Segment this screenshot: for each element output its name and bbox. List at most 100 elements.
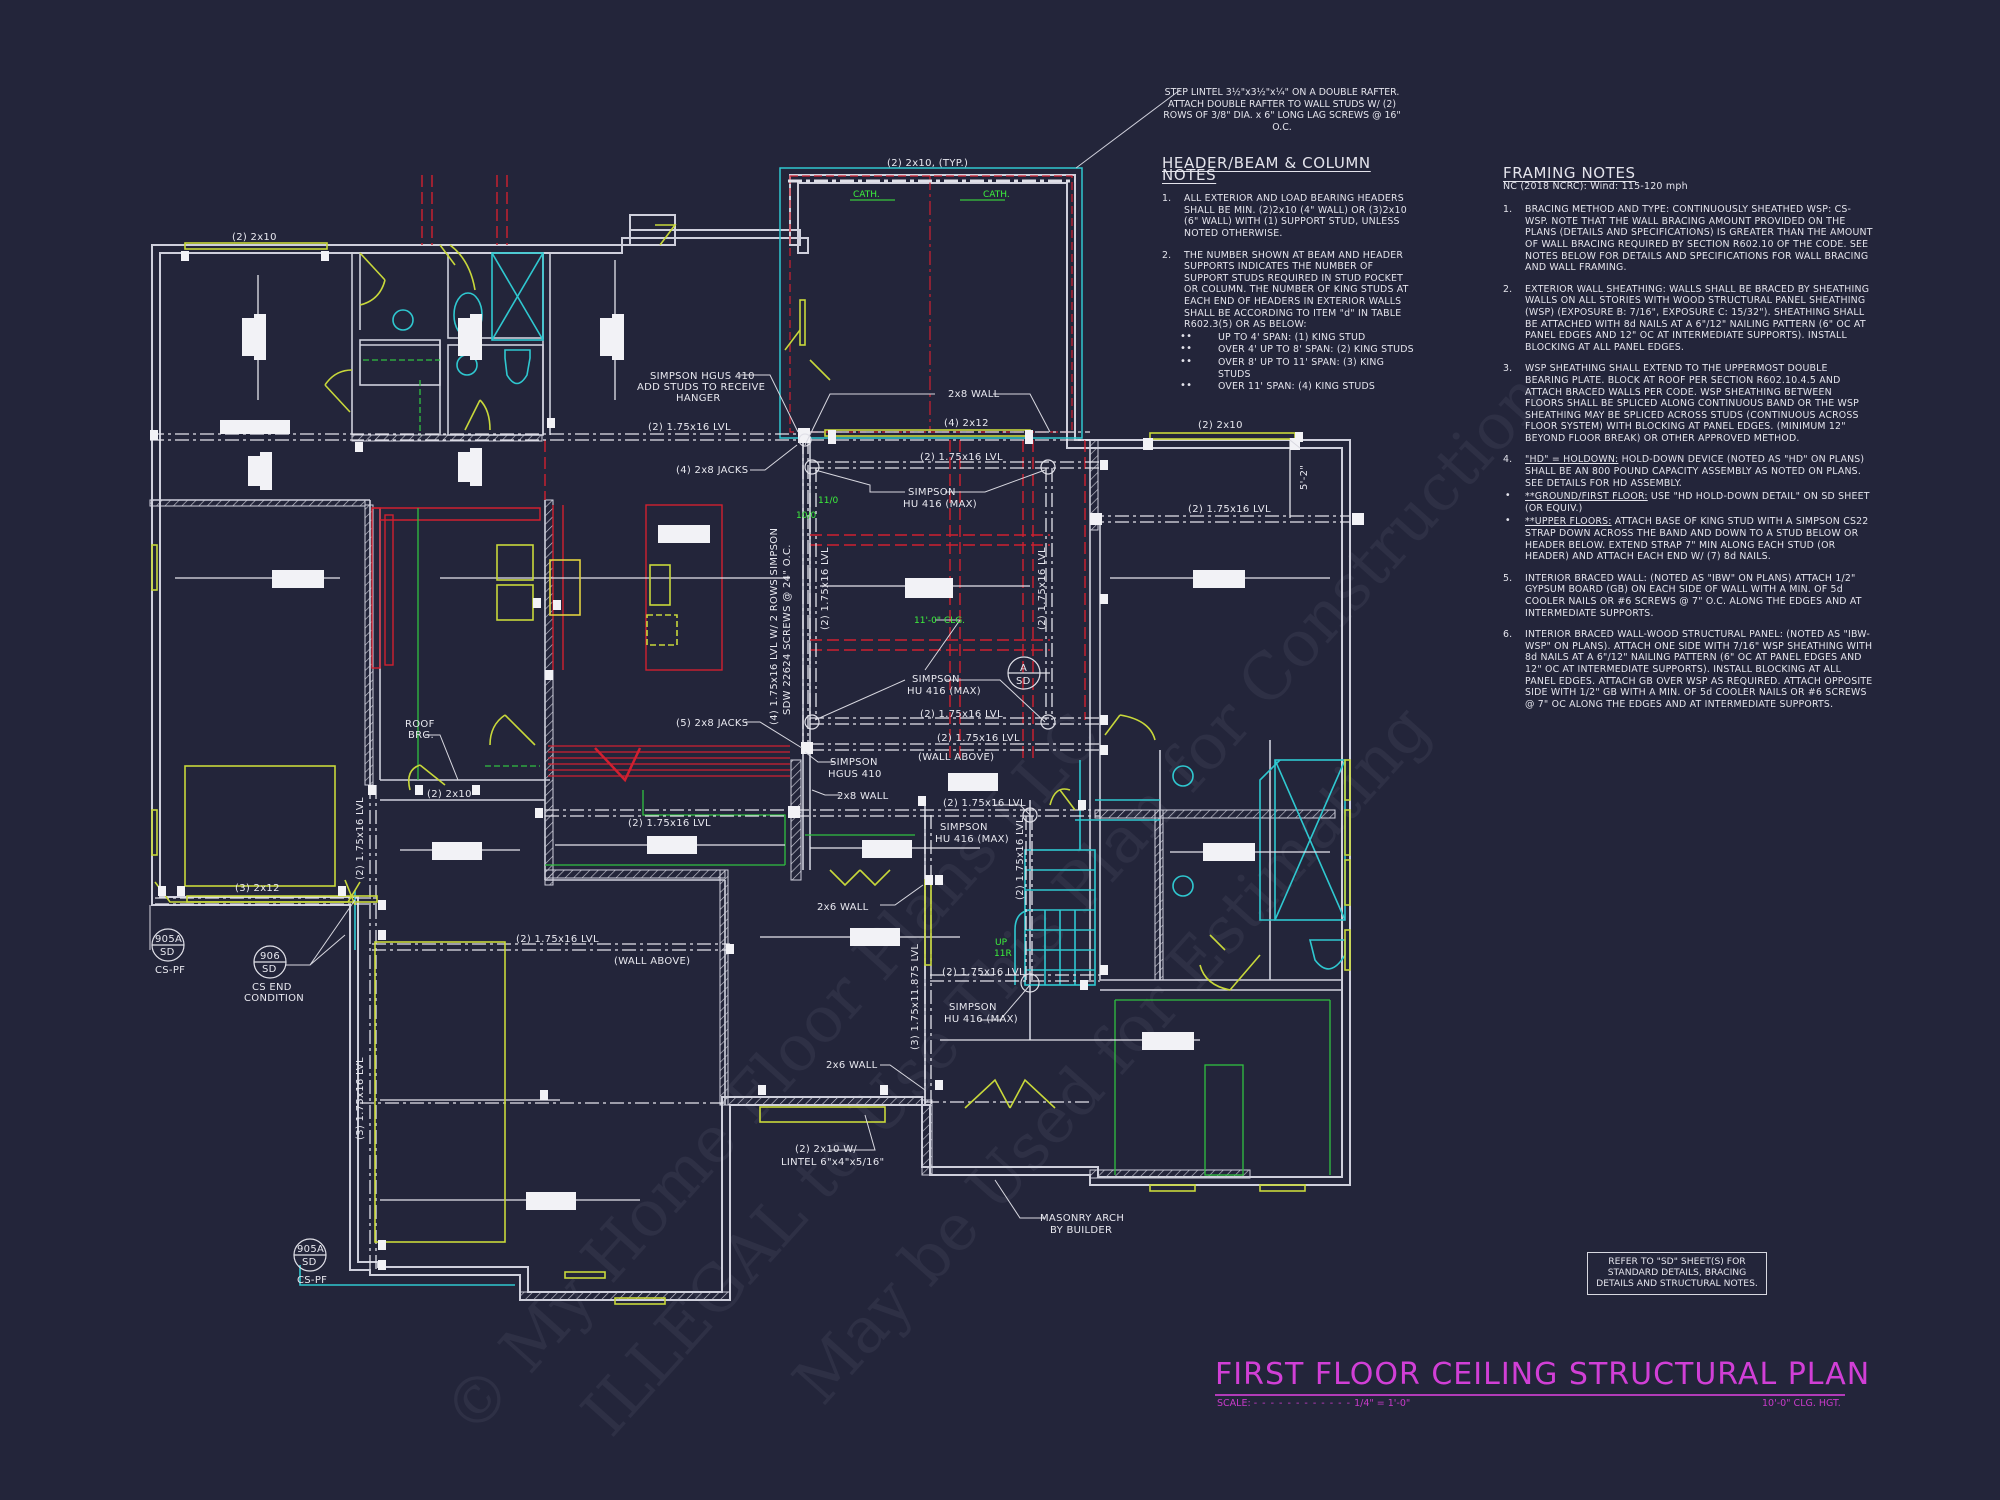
label-lvl-3-garage: (3) 1.75x16 LVL — [355, 1057, 366, 1140]
framing-note-2: 2.EXTERIOR WALL SHEATHING: WALLS SHALL B… — [1503, 283, 1870, 353]
label-5-2x8-jacks: (5) 2x8 JACKS — [676, 718, 748, 729]
framing-notes-title: FRAMING NOTES — [1503, 164, 1636, 182]
hatched-walls — [149, 434, 1336, 1301]
label-green-b: 10/0 — [796, 511, 816, 521]
label-lvl-mid-3: (2) 1.75x16 LVL — [943, 798, 1026, 809]
sheet-title: FIRST FLOOR CEILING STRUCTURAL PLAN — [1215, 1357, 1871, 1392]
label-lvl-3-1188: (3) 1.75x11.875 LVL — [910, 944, 921, 1050]
king-stud-rule: ••UP TO 4' SPAN: (1) KING STUD — [1180, 330, 1366, 343]
refer-to-sd-note: REFER TO "SD" SHEET(S) FOR STANDARD DETA… — [1587, 1252, 1767, 1295]
label-lvl-stair-bot: (2) 1.75x16 LVL — [942, 967, 1025, 978]
plan-labels: (2) 2x10 (2) 2x10, (TYP.) CATH. CATH. SI… — [155, 158, 1310, 1286]
label-simpson-hgus-1: SIMPSON — [830, 757, 878, 768]
label-lintel-1: (2) 2x10 W/ — [795, 1144, 857, 1155]
step-lintel-note: STEP LINTEL 3½"x3½"x¼" ON A DOUBLE RAFTE… — [1163, 87, 1401, 133]
label-simpson-d1: SIMPSON — [949, 1002, 997, 1013]
label-clg-11: 11'-0" CLG. — [914, 616, 965, 626]
tag-906: 906 — [260, 951, 280, 962]
framing-note-5: 5.INTERIOR BRACED WALL: (NOTED AS "IBW" … — [1503, 572, 1862, 619]
section-tags — [151, 656, 1050, 1272]
scale-value: 1/4" = 1'-0" — [1354, 1398, 1411, 1409]
label-up: UP — [995, 938, 1008, 948]
label-simpson-a2: HU 416 (MAX) — [903, 499, 977, 510]
holdown-upper-floors: •**UPPER FLOORS: ATTACH BASE OF KING STU… — [1505, 515, 1869, 563]
label-2x6-wall-2: 2x6 WALL — [826, 1060, 878, 1071]
label-wall-above-1: (WALL ABOVE) — [918, 752, 994, 763]
king-stud-rule: ••OVER 8' UP TO 11' SPAN: (3) KING STUDS — [1180, 355, 1385, 380]
ceiling-height-label: 10'-0" CLG. HGT. — [1762, 1398, 1841, 1409]
tag-905a-2-cap: CS-PF — [297, 1275, 327, 1286]
tag-905a-sd: SD — [160, 947, 175, 958]
framing-note-4: 4."HD" = HOLDOWN: HOLD-DOWN DEVICE (NOTE… — [1503, 454, 1873, 562]
framing-note-3: 3.WSP SHEATHING SHALL EXTEND TO THE UPPE… — [1503, 363, 1860, 444]
label-dim-5-2: 5'-2" — [1299, 465, 1310, 490]
label-2x10-laundry: (2) 2x10 — [427, 789, 472, 800]
framing-notes-subtitle: NC (2018 NCRC): Wind: 115-120 mph — [1503, 180, 1688, 192]
stair-red — [548, 745, 790, 783]
label-lvl-4-v1: (4) 1.75x16 LVL W/ 2 ROWS SIMPSON — [769, 528, 780, 725]
tag-905a-2: 905A — [297, 1244, 324, 1255]
label-lvl-v-right: (2) 1.75x16 LVL — [1037, 547, 1048, 630]
label-lvl-mid-2: (2) 1.75x16 LVL — [937, 733, 1020, 744]
king-stud-rule: ••OVER 4' UP TO 8' SPAN: (2) KING STUDS — [1180, 343, 1414, 356]
kitchen-outline — [371, 504, 723, 671]
label-masonry-2: BY BUILDER — [1050, 1225, 1112, 1236]
label-hgus-note-2: ADD STUDS TO RECEIVE — [637, 382, 765, 393]
label-cath-left: CATH. — [853, 190, 880, 200]
tag-905a-2-sd: SD — [302, 1257, 317, 1268]
title-underline — [1215, 1394, 1845, 1396]
label-wall-above-2: (WALL ABOVE) — [614, 956, 690, 967]
headers-and-doors — [151, 224, 1351, 1305]
label-lintel-2: LINTEL 6"x4"x5/16" — [781, 1157, 884, 1168]
tag-906-sd: SD — [262, 964, 277, 975]
label-lvl-v-stair: (2) 1.75x16 LVL — [1015, 817, 1026, 900]
label-hgus-note-3: HANGER — [676, 393, 721, 404]
header-note-1: 1.ALL EXTERIOR AND LOAD BEARING HEADERS … — [1162, 193, 1407, 239]
label-simpson-c2: HU 416 (MAX) — [935, 834, 1009, 845]
header-notes-title: HEADER/BEAM & COLUMN NOTES — [1162, 154, 1371, 184]
label-2x10-typ: (2) 2x10, (TYP.) — [887, 158, 968, 169]
scale-label: SCALE: - - - - - - - - - - - - 1/4" = 1'… — [1217, 1398, 1411, 1409]
label-simpson-b1: SIMPSON — [912, 674, 960, 685]
label-4-2x8-jacks: (4) 2x8 JACKS — [676, 465, 748, 476]
label-green-a: 11/0 — [818, 496, 838, 506]
label-simpson-hgus-2: HGUS 410 — [828, 769, 882, 780]
label-lvl-upper-left: (2) 1.75x16 LVL — [648, 422, 731, 433]
label-roof-brg-2: BRG. — [408, 730, 434, 741]
tag-905a-cap: CS-PF — [155, 965, 185, 976]
framing-note-1: 1.BRACING METHOD AND TYPE: CONTINUOUSLY … — [1503, 204, 1873, 274]
label-section-a: A — [1020, 663, 1027, 674]
red-beam-lines — [421, 175, 1086, 760]
label-up-risers: 11R — [994, 949, 1012, 959]
tag-905a: 905A — [155, 934, 182, 945]
label-roof-brg-1: ROOF — [405, 719, 435, 730]
label-hgus-note-1: SIMPSON HGUS 410 — [650, 371, 755, 382]
label-lvl-kitchen: (2) 1.75x16 LVL — [628, 818, 711, 829]
label-simpson-b2: HU 416 (MAX) — [907, 686, 981, 697]
green-lines — [363, 359, 1331, 1176]
label-cath-right: CATH. — [983, 190, 1010, 200]
header-note-2: 2.THE NUMBER SHOWN AT BEAM AND HEADER SU… — [1162, 250, 1417, 393]
label-simpson-a1: SIMPSON — [908, 487, 956, 498]
label-2x6-wall-1: 2x6 WALL — [817, 902, 869, 913]
label-simpson-c1: SIMPSON — [940, 822, 988, 833]
leader-lines — [149, 374, 1301, 1219]
tag-906-cap2: CONDITION — [244, 993, 304, 1004]
label-4-2x12: (4) 2x12 — [944, 418, 989, 429]
label-masonry-1: MASONRY ARCH — [1040, 1213, 1124, 1224]
king-stud-rule: ••OVER 11' SPAN: (4) KING STUDS — [1180, 380, 1376, 393]
label-lvl-4-v2: SDW 22624 SCREWS @ 24" O.C. — [782, 544, 793, 715]
label-section-a-sd: SD — [1016, 676, 1031, 687]
tag-906-cap1: CS END — [252, 982, 292, 993]
label-lvl-mid-1: (2) 1.75x16 LVL — [920, 709, 1003, 720]
hanger-markers — [798, 433, 1056, 993]
label-2x10-east: (2) 2x10 — [1198, 420, 1243, 431]
label-2x8-wall-top: 2x8 WALL — [948, 389, 1000, 400]
cathedral-room — [779, 89, 1181, 439]
label-lvl-v-west: (2) 1.75x16 LVL — [355, 797, 366, 880]
header-beam-notes: HEADER/BEAM & COLUMN NOTES 1.ALL EXTERIO… — [1162, 154, 1417, 393]
plumbing-fixtures — [299, 252, 1346, 1286]
label-2x10-nw: (2) 2x10 — [232, 232, 277, 243]
label-lvl-v-left: (2) 1.75x16 LVL — [820, 547, 831, 630]
